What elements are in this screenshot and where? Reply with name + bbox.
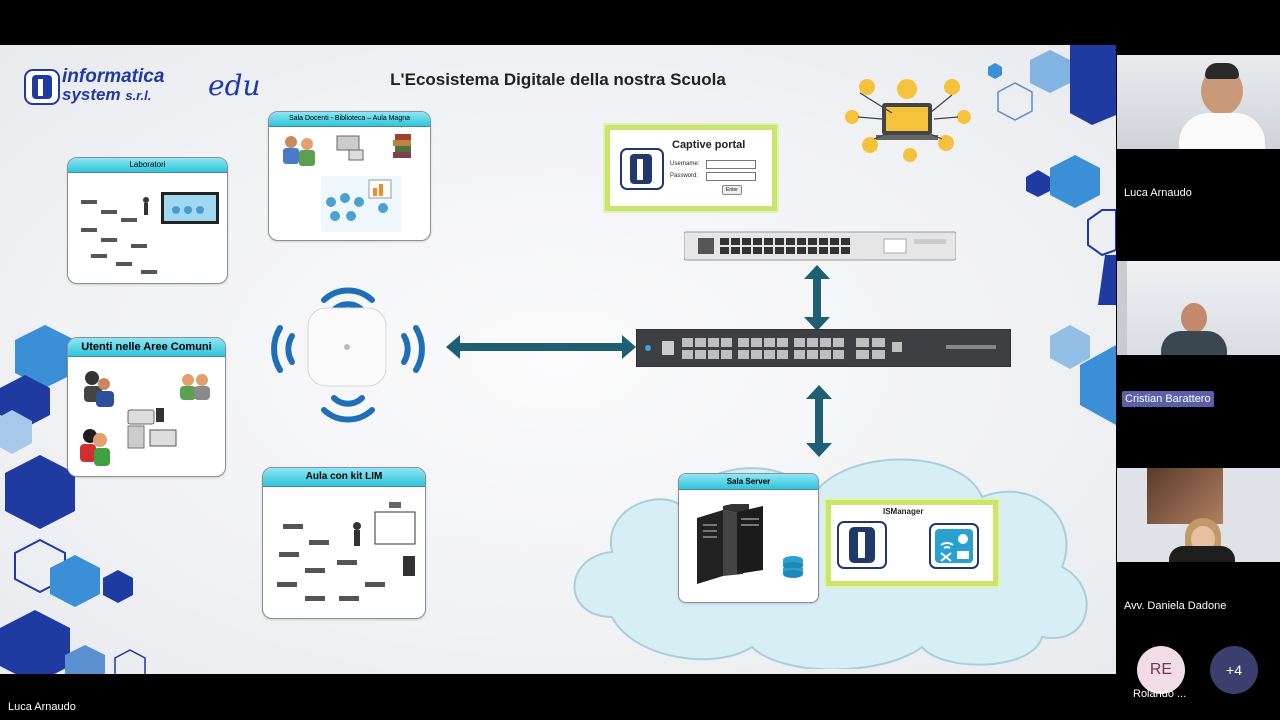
participant-video-cristian	[1117, 261, 1280, 355]
panel-utenti-aree-comuni: Utenti nelle Aree Comuni	[67, 337, 226, 477]
participant-name-luca: Luca Arnaudo	[1124, 187, 1192, 199]
arrow-ap-switch-icon	[446, 335, 636, 359]
password-input[interactable]	[706, 172, 756, 181]
ismanager-tools-icon	[929, 523, 979, 569]
active-speaker-name: Luca Arnaudo	[8, 701, 76, 713]
ismanager-logo-icon	[837, 521, 887, 569]
captive-portal-box: Captive portal Username: Password: Enter	[605, 125, 777, 211]
panel-sala-docenti: Sala Docenti - Biblioteca – Aula Magna	[268, 111, 431, 241]
panel-utenti-header: Utenti nelle Aree Comuni	[68, 338, 225, 357]
arrow-router-switch-icon	[804, 265, 830, 331]
classroom-illustration	[81, 192, 219, 274]
wireless-access-point	[271, 287, 425, 423]
captive-portal-logo-icon	[620, 148, 664, 190]
panel-sala-server-header: Sala Server	[679, 474, 818, 490]
panel-sala-server: Sala Server	[678, 473, 819, 603]
captive-portal-title: Captive portal	[672, 139, 746, 151]
logo-mark-icon	[24, 69, 60, 105]
username-input[interactable]	[706, 160, 756, 169]
arrow-switch-server-icon	[806, 385, 832, 457]
panel-aula-lim-header: Aula con kit LIM	[263, 468, 425, 487]
panel-aula-lim: Aula con kit LIM	[262, 467, 426, 619]
panel-laboratori-header: Laboratori	[68, 158, 227, 173]
common-area-users-illustration	[80, 371, 210, 466]
staff-library-illustration	[283, 134, 411, 232]
logo-edu: edu	[208, 69, 261, 102]
logo-system-text: system	[62, 85, 121, 104]
participant-tile-cristian[interactable]	[1117, 261, 1280, 355]
presentation-slide: informatica system s.r.l. edu L'Ecosiste…	[0, 45, 1116, 674]
password-label: Password:	[670, 173, 699, 179]
participant-name-rolando: Rolando ...	[1133, 688, 1187, 700]
username-label: Username:	[670, 161, 700, 167]
slide-title: L'Ecosistema Digitale della nostra Scuol…	[390, 70, 726, 89]
participant-tile-daniela[interactable]	[1117, 468, 1280, 562]
participant-video-luca	[1117, 55, 1280, 149]
router-device	[684, 231, 956, 261]
ismanager-box: ISManager	[826, 500, 998, 586]
network-switch-device	[636, 329, 1011, 367]
server-rack-icon	[697, 504, 803, 584]
panel-sala-docenti-header: Sala Docenti - Biblioteca – Aula Magna	[269, 112, 430, 127]
participant-name-daniela: Avv. Daniela Dadone	[1124, 600, 1227, 612]
company-logo: informatica system s.r.l. edu	[22, 67, 262, 109]
participant-tile-luca[interactable]	[1117, 55, 1280, 149]
more-participants-button[interactable]: +4	[1210, 646, 1258, 694]
iot-security-icons	[845, 79, 971, 162]
panel-laboratori: Laboratori	[67, 157, 228, 284]
enter-button[interactable]: Enter	[722, 185, 742, 195]
decorative-hexagons-left	[0, 325, 146, 674]
logo-line1: informatica	[62, 66, 165, 87]
logo-suffix-text: s.r.l.	[125, 88, 152, 103]
ismanager-title: ISManager	[883, 507, 924, 516]
decorative-hexagons-right	[988, 45, 1116, 425]
participant-avatar-rolando[interactable]: RE	[1137, 646, 1185, 694]
participant-name-cristian: Cristian Barattero	[1122, 391, 1214, 407]
logo-line2: system s.r.l.	[62, 86, 151, 105]
participant-video-daniela	[1117, 468, 1280, 562]
interactive-whiteboard-classroom	[277, 502, 416, 601]
